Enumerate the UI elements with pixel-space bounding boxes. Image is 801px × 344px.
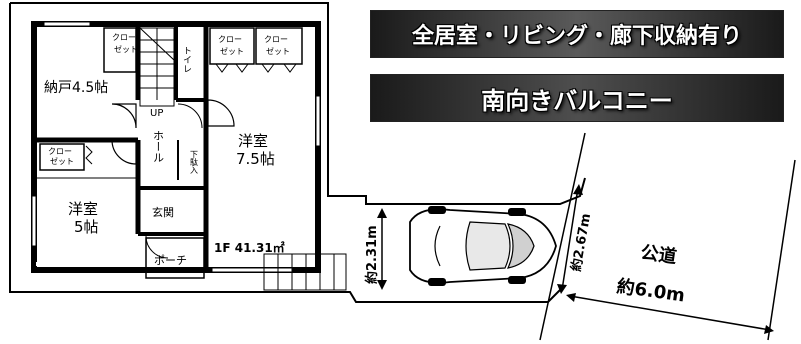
stairs-up-label: UP (150, 108, 163, 119)
staircase (139, 27, 175, 107)
closet-storage (103, 27, 137, 73)
shoe-cabinet-label: 下駄入 (190, 150, 199, 174)
site-boundary-left (9, 3, 561, 303)
closet-small-room (39, 143, 85, 171)
hall-label: ホール (152, 130, 165, 163)
window-2 (211, 267, 293, 273)
dimension-arrow-left (377, 208, 387, 290)
car-icon (409, 206, 557, 286)
closet-top2-line2: ゼット (266, 46, 290, 56)
road-width-label: 約6.0m (615, 275, 686, 306)
feature-banner-balcony: 南向きバルコニー (370, 74, 784, 122)
closet-top1-line1: クロー (218, 35, 242, 44)
closet-storage-line1: クロー (112, 33, 136, 42)
door-western (207, 99, 235, 127)
toilet-label: トイレ (181, 46, 192, 73)
closet-top2-line1: クロー (264, 35, 288, 44)
floor-area-label: 1F 41.31㎡ (214, 240, 285, 255)
window-3 (315, 95, 321, 147)
porch-label: ポーチ (154, 254, 187, 267)
closet-small-line2: ゼット (50, 156, 74, 166)
feature-banner-storage: 全居室・リビング・廊下収納有り (370, 10, 784, 58)
porch-area (145, 237, 205, 279)
road-edge-left (539, 132, 586, 341)
window-4 (31, 195, 37, 247)
closet-small-line1: クロー (48, 147, 72, 156)
door-storage (111, 103, 137, 129)
wall-gap (36, 262, 132, 266)
exterior-steps (263, 253, 347, 291)
road-label: 公道 (639, 241, 678, 268)
closet-top-1 (209, 27, 255, 65)
door-small-room (111, 139, 137, 165)
dimension-arrow-road (566, 293, 774, 334)
western-small-line2: 5帖 (74, 218, 99, 236)
western-big-line1: 洋室 (238, 132, 268, 150)
closet-top-2 (255, 27, 303, 65)
storage-label: 納戸4.5帖 (44, 80, 108, 96)
door-toilet (177, 103, 203, 129)
western-small-line1: 洋室 (68, 200, 98, 218)
closet-top1-line2: ゼット (220, 46, 244, 56)
window-1 (43, 21, 91, 27)
closet-storage-line2: ゼット (114, 44, 138, 54)
dimension-left-label: 約2.31m (364, 225, 380, 284)
dimension-arrow-right (557, 184, 583, 294)
road-edge-right (767, 159, 796, 341)
entrance-label: 玄関 (152, 205, 174, 219)
western-big-line2: 7.5帖 (236, 150, 275, 168)
